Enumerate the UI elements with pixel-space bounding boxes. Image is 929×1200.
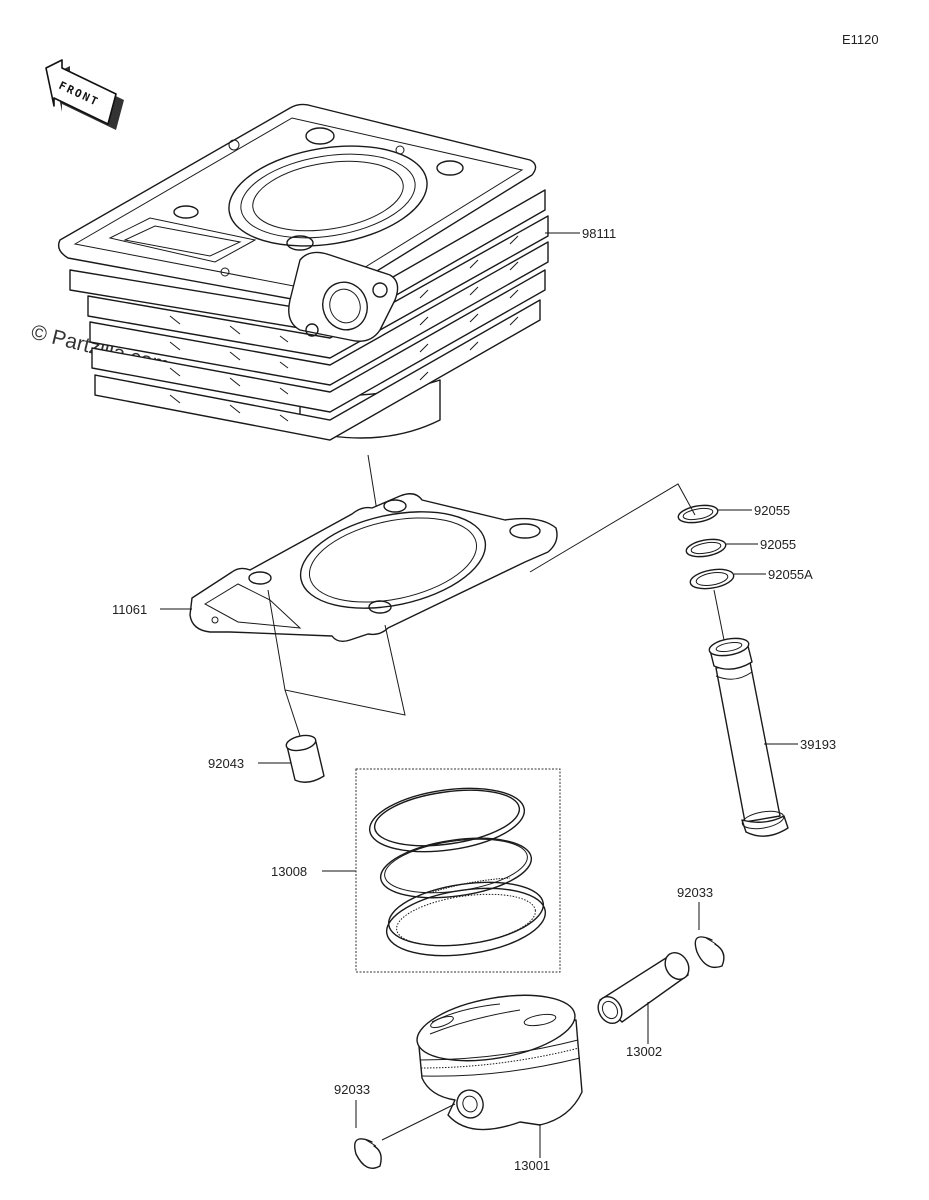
piston-ring-set[interactable]: [366, 779, 550, 964]
label-92055-upper: 92055: [754, 503, 790, 518]
label-13002: 13002: [626, 1044, 662, 1059]
label-98111: 98111: [582, 226, 616, 241]
circlip-right[interactable]: [694, 936, 725, 969]
circlip-left[interactable]: [354, 1138, 382, 1169]
label-92055-middle: 92055: [760, 537, 796, 552]
front-arrow-icon: FRONT: [45, 59, 124, 130]
label-92043: 92043: [208, 756, 244, 771]
cylinder-block[interactable]: [57, 103, 549, 441]
head-gasket[interactable]: [189, 493, 558, 643]
diagram-code: E1120: [842, 32, 879, 47]
label-92033-right: 92033: [677, 885, 713, 900]
label-13008: 13008: [271, 864, 307, 879]
piston-pin[interactable]: [593, 948, 693, 1027]
label-92033-left: 92033: [334, 1082, 370, 1097]
o-ring-upper[interactable]: [677, 503, 719, 526]
label-92055a: 92055A: [768, 567, 813, 582]
label-13001: 13001: [514, 1158, 550, 1173]
o-ring-middle[interactable]: [685, 537, 727, 560]
label-39193: 39193: [800, 737, 836, 752]
dowel-pin[interactable]: [285, 733, 325, 783]
ring-set-box: [355, 768, 561, 973]
piston[interactable]: [412, 985, 583, 1131]
o-ring-lower[interactable]: [689, 566, 735, 591]
oil-pipe[interactable]: [708, 636, 789, 837]
label-11061: 11061: [112, 602, 147, 617]
